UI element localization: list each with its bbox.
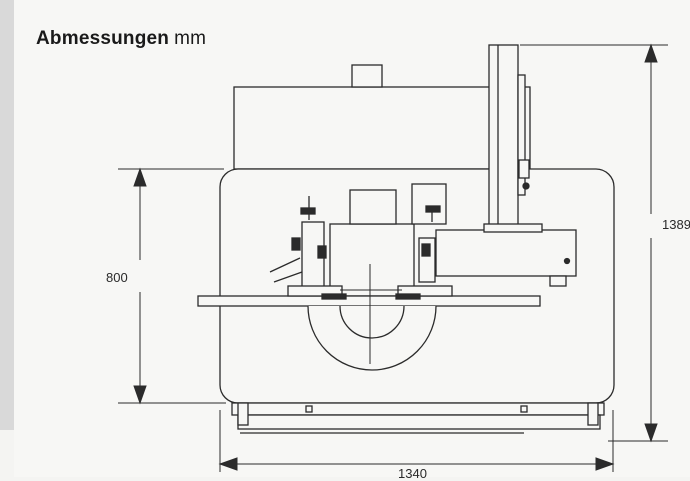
label-table-height: 800 [106, 270, 128, 285]
dimension-width [218, 410, 615, 472]
title-unit: mm [174, 28, 207, 49]
dimension-table-height [118, 167, 226, 405]
dimension-total-height [520, 43, 668, 443]
top-housing [233, 86, 531, 170]
vertical-column [488, 44, 519, 231]
top-knob [351, 64, 383, 88]
title-main: Abmessungen [36, 28, 170, 49]
label-total-height: 1389 [662, 217, 690, 232]
machine-base [231, 402, 605, 416]
motor-box [435, 229, 577, 277]
label-width: 1340 [398, 466, 427, 481]
page-edge-strip [0, 0, 14, 430]
spindle-head [329, 223, 415, 297]
work-table [197, 295, 541, 307]
